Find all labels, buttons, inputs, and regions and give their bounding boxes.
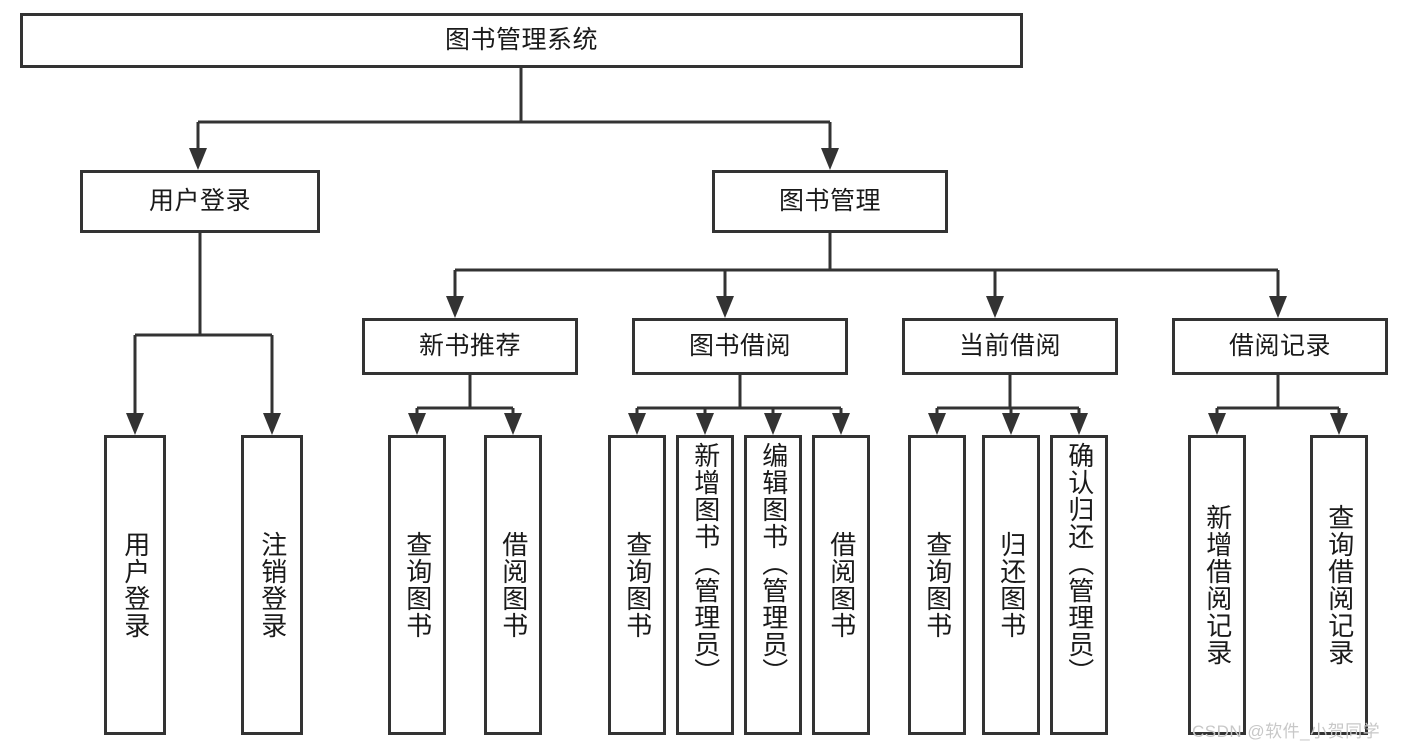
node-label: 当前借阅 [958,332,1061,361]
node-leaf-borrow-book[interactable]: 借阅图书 [812,435,870,735]
watermark-text: CSDN @软件_小贺同学 [1192,722,1381,741]
node-new-book-recommend[interactable]: 新书推荐 [362,318,578,375]
node-label: 借阅图书 [826,531,857,639]
node-label: 借阅图书 [498,531,529,639]
node-label: 图书借阅 [688,332,791,361]
node-leaf-query-book-current[interactable]: 查询图书 [908,435,966,735]
node-label: 查询图书 [622,531,653,639]
node-leaf-user-login[interactable]: 用户登录 [104,435,166,735]
node-leaf-logout[interactable]: 注销登录 [241,435,303,735]
node-label: 新增借阅记录 [1202,504,1233,666]
node-leaf-query-book-borrow[interactable]: 查询图书 [608,435,666,735]
node-label: 图书管理 [778,187,881,216]
node-label: 借阅记录 [1228,332,1331,361]
node-label: 查询图书 [922,531,953,639]
node-label: 归还图书 [996,531,1027,639]
node-leaf-add-record[interactable]: 新增借阅记录 [1188,435,1246,735]
node-label: 新书推荐 [418,332,521,361]
node-label: 查询图书 [402,531,433,639]
node-leaf-return-book[interactable]: 归还图书 [982,435,1040,735]
node-label: 用户登录 [120,531,151,639]
node-borrow-record[interactable]: 借阅记录 [1172,318,1388,375]
node-book-borrow[interactable]: 图书借阅 [632,318,848,375]
node-label: 用户登录 [148,187,251,216]
node-label: 图书管理系统 [444,26,598,55]
node-label: 确认归还（管理员） [1064,442,1095,685]
node-label: 查询借阅记录 [1324,504,1355,666]
node-current-borrow[interactable]: 当前借阅 [902,318,1118,375]
node-leaf-query-record[interactable]: 查询借阅记录 [1310,435,1368,735]
node-label: 新增图书（管理员） [690,442,721,685]
node-leaf-borrow-book-rec[interactable]: 借阅图书 [484,435,542,735]
node-leaf-confirm-return[interactable]: 确认归还（管理员） [1050,435,1108,735]
node-label: 注销登录 [257,531,288,639]
node-leaf-query-book-rec[interactable]: 查询图书 [388,435,446,735]
node-book-manage[interactable]: 图书管理 [712,170,948,233]
node-user-login[interactable]: 用户登录 [80,170,320,233]
node-label: 编辑图书（管理员） [758,442,789,685]
node-leaf-edit-book[interactable]: 编辑图书（管理员） [744,435,802,735]
node-root[interactable]: 图书管理系统 [20,13,1023,68]
node-leaf-add-book[interactable]: 新增图书（管理员） [676,435,734,735]
